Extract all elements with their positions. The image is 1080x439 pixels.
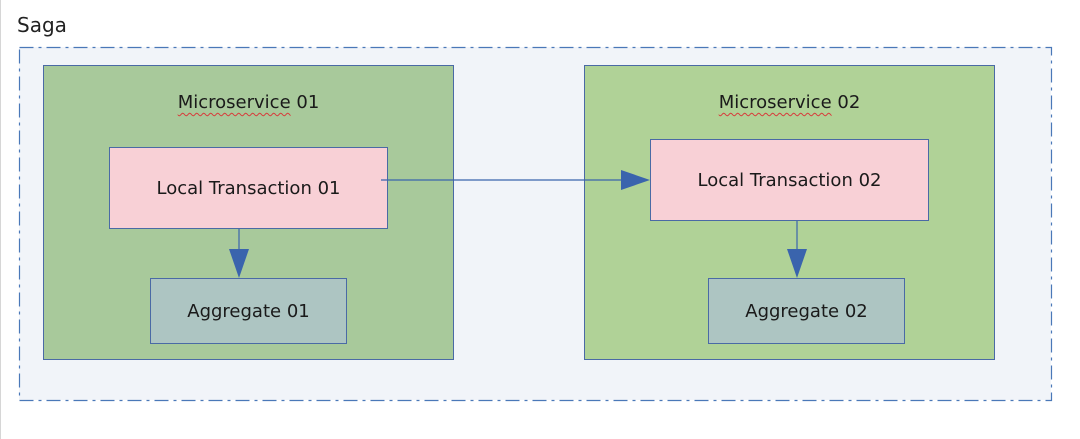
aggregate-01-label: Aggregate 01 xyxy=(187,300,310,322)
local-transaction-01-label: Local Transaction 01 xyxy=(156,177,341,199)
microservice-02-title: Microservice 02 xyxy=(718,92,861,113)
local-transaction-02-label: Local Transaction 02 xyxy=(697,169,882,191)
aggregate-02-label: Aggregate 02 xyxy=(745,300,868,322)
local-transaction-01: Local Transaction 01 xyxy=(109,147,388,229)
microservice-01-title: Microservice 01 xyxy=(177,92,320,113)
saga-title: Saga xyxy=(17,13,67,37)
aggregate-01: Aggregate 01 xyxy=(150,278,347,344)
local-transaction-02: Local Transaction 02 xyxy=(650,139,929,221)
saga-border xyxy=(18,46,1053,402)
aggregate-02: Aggregate 02 xyxy=(708,278,905,344)
